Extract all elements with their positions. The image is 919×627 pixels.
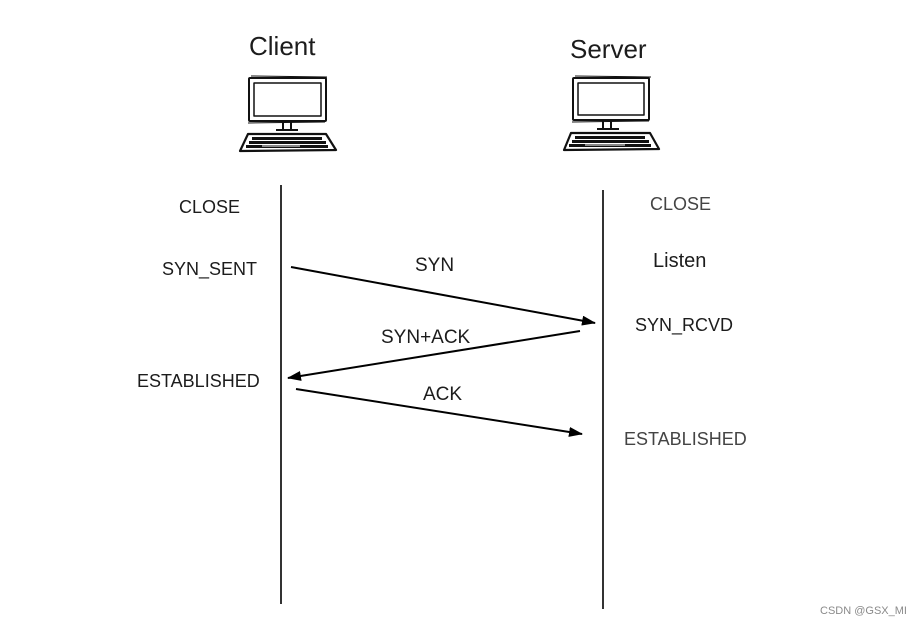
client-title: Client (249, 31, 316, 61)
watermark: CSDN @GSX_MI (820, 605, 907, 617)
client-computer-icon (238, 75, 338, 153)
server-title: Server (570, 34, 647, 64)
server-computer-icon (562, 75, 661, 152)
syn-ack-label: SYN+ACK (381, 327, 471, 348)
syn-ack-arrow (287, 330, 581, 381)
client-state-close: CLOSE (179, 197, 241, 217)
syn-arrow (290, 266, 596, 326)
ack-label: ACK (423, 384, 463, 405)
syn-label: SYN (415, 255, 455, 276)
server-state-established: ESTABLISHED (624, 429, 747, 449)
client-state-syn-sent: SYN_SENT (162, 259, 258, 279)
ack-arrow (295, 388, 583, 437)
server-state-listen: Listen (653, 250, 707, 272)
server-state-syn-rcvd: SYN_RCVD (635, 315, 734, 335)
server-state-close: CLOSE (650, 194, 712, 214)
client-state-established: ESTABLISHED (137, 371, 260, 391)
